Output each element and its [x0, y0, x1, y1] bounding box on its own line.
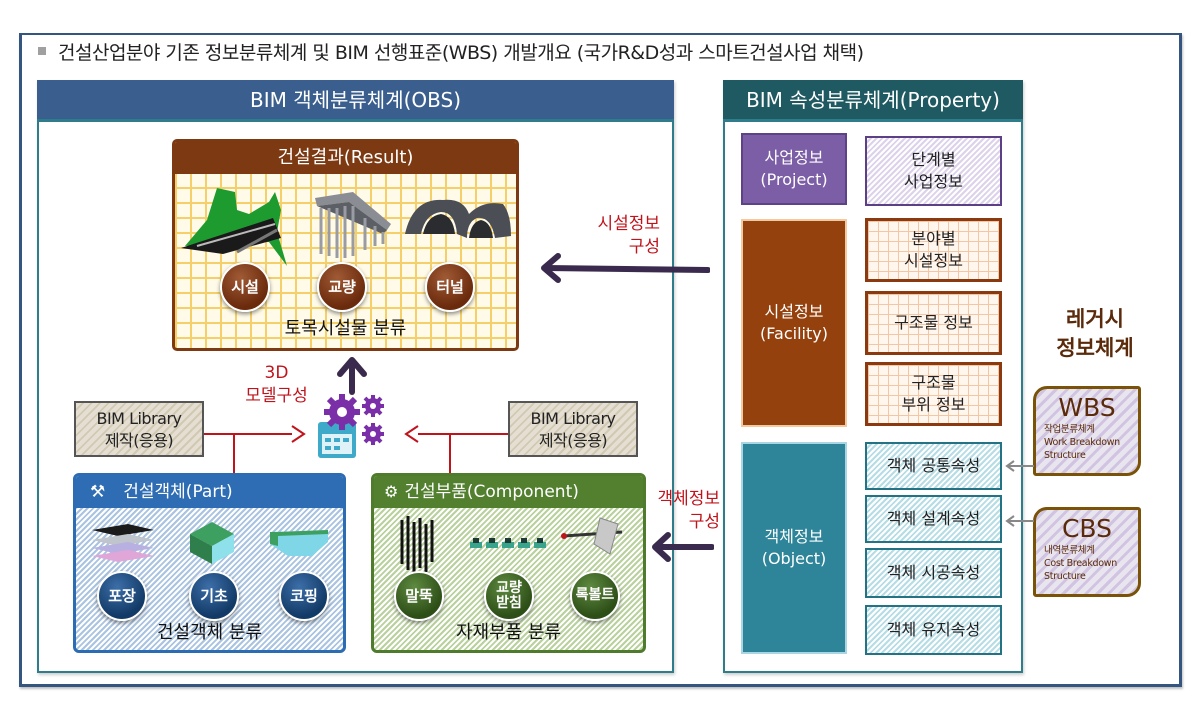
- pavement-layers-icon: [92, 524, 154, 562]
- legacy-title: 레거시 정보체계: [1030, 305, 1160, 363]
- connector-layer: [197, 357, 510, 474]
- part-item-coping: 코핑: [279, 571, 329, 621]
- tunnel-illustration-icon: [405, 199, 511, 238]
- component-item-bridge-bearing: 교량 받침: [484, 571, 534, 621]
- pile-icon: [400, 516, 434, 574]
- facility-info-line2: 구성: [628, 237, 660, 257]
- wbs-box: WBS 작업분류체계 Work Breakdown Structure: [1033, 386, 1141, 476]
- property-project: 사업정보 (Project): [741, 133, 847, 205]
- library-right-line2: 제작(응용): [538, 431, 608, 450]
- bim-library-right: BIM Library 제작(응용): [508, 401, 638, 457]
- cbs-code: CBS: [1061, 514, 1113, 543]
- component-item-rock-bolt: 록볼트: [570, 571, 620, 621]
- model-label: 3D 모델구성: [244, 362, 309, 408]
- gear-icon: ⚙: [384, 482, 399, 501]
- library-left-line2: 제작(응용): [104, 431, 174, 450]
- model-label-line1: 3D: [264, 363, 289, 383]
- coping-icon: [270, 530, 328, 556]
- part-item-pavement: 포장: [97, 571, 147, 621]
- property-header: BIM 속성분류체계(Property): [723, 80, 1023, 122]
- result-box: 건설결과(Result) 시설 교량 터널 토목시설물 분류: [172, 139, 519, 351]
- model-label-line2: 모델구성: [245, 386, 308, 406]
- property-sub-object-common: 객체 공통속성: [865, 442, 1002, 490]
- sub-line: 부위 정보: [901, 395, 966, 414]
- gears-icon: [324, 394, 384, 445]
- property-sub-object-design: 객체 설계속성: [865, 495, 1002, 543]
- up-arrow-icon: [337, 357, 367, 395]
- facility-info-line1: 시설정보: [597, 214, 660, 234]
- calendar-icon: [318, 422, 356, 458]
- tools-icon: ⚒: [90, 482, 106, 502]
- property-facility-line2: (Facility): [760, 324, 828, 343]
- cbs-box: CBS 내역분류체계 Cost Breakdown Structure: [1033, 507, 1141, 597]
- property-sub-field-facility: 분야별 시설정보: [865, 218, 1002, 282]
- library-right-line1: BIM Library: [530, 409, 616, 428]
- sub-line: 시설정보: [904, 251, 963, 270]
- object-arrow-icon: [652, 532, 714, 562]
- page-title: 건설산업분야 기존 정보분류체계 및 BIM 선행표준(WBS) 개발개요 (국…: [38, 38, 864, 65]
- property-project-line2: (Project): [760, 170, 828, 189]
- legacy-title-line1: 레거시: [1066, 307, 1124, 331]
- obs-header: BIM 객체분류체계(OBS): [37, 80, 674, 122]
- bullet-icon: [38, 46, 46, 55]
- rock-bolt-icon: [561, 517, 623, 555]
- component-item-pile: 말뚝: [394, 571, 444, 621]
- wbs-english-line2: Structure: [1044, 450, 1086, 461]
- part-footer: 건설객체 분류: [156, 622, 263, 643]
- part-item-foundation: 기초: [189, 571, 239, 621]
- component-box: ⚙ 건설부품(Component) 말뚝 교량 받침 록볼트 자재부품 분류: [371, 473, 646, 653]
- cbs-korean: 내역분류체계: [1044, 545, 1095, 556]
- property-sub-structure-part: 구조물 부위 정보: [865, 362, 1002, 426]
- property-sub-structure: 구조물 정보: [865, 291, 1002, 355]
- property-sub-object-construction: 객체 시공속성: [865, 548, 1002, 598]
- sub-line: 구조물: [911, 373, 956, 392]
- cbs-english-line1: Cost Breakdown: [1044, 558, 1117, 569]
- object-info-line2: 구성: [688, 512, 720, 532]
- sub-line: 분야별: [911, 229, 956, 248]
- bridge-illustration-icon: [315, 192, 391, 258]
- bim-library-left: BIM Library 제작(응용): [74, 401, 204, 457]
- foundation-block-icon: [190, 522, 234, 564]
- part-header: ⚒ 건설객체(Part): [76, 476, 343, 508]
- property-object-line2: (Object): [761, 549, 827, 568]
- property-project-line1: 사업정보: [764, 148, 824, 167]
- result-header: 건설결과(Result): [175, 142, 516, 174]
- sub-line: 단계별: [911, 150, 956, 169]
- component-header-text: 건설부품(Component): [404, 482, 579, 502]
- component-footer: 자재부품 분류: [455, 622, 562, 643]
- facility-info-label: 시설정보 구성: [570, 213, 660, 259]
- wbs-korean: 작업분류체계: [1044, 424, 1095, 435]
- property-sub-object-maintenance: 객체 유지속성: [865, 605, 1002, 655]
- page-title-text: 건설산업분야 기존 정보분류체계 및 BIM 선행표준(WBS) 개발개요 (국…: [58, 42, 864, 64]
- result-item-facility: 시설: [220, 262, 270, 312]
- object-info-line1: 객체정보: [657, 489, 720, 509]
- sub-line: 구조물 정보: [894, 313, 973, 332]
- part-box: ⚒ 건설객체(Part) 포장 기초 코핑 건설객체 분류: [73, 473, 346, 653]
- bearing-icon: [470, 538, 546, 548]
- cbs-english-line2: Structure: [1044, 571, 1086, 582]
- part-header-text: 건설객체(Part): [123, 482, 233, 502]
- legacy-arrows-icon: [1005, 460, 1034, 527]
- property-object-line1: 객체정보: [764, 527, 824, 546]
- property-object: 객체정보 (Object): [741, 442, 847, 654]
- wbs-code: WBS: [1058, 393, 1116, 422]
- property-facility-line1: 시설정보: [764, 302, 824, 321]
- component-header: ⚙ 건설부품(Component): [374, 476, 643, 508]
- property-facility: 시설정보 (Facility): [741, 219, 847, 427]
- legacy-title-line2: 정보체계: [1056, 336, 1134, 360]
- road-illustration-icon: [181, 188, 287, 266]
- wbs-english-line1: Work Breakdown: [1044, 437, 1120, 448]
- library-left-line1: BIM Library: [96, 409, 182, 428]
- object-info-label: 객체정보 구성: [638, 488, 720, 534]
- sub-line: 사업정보: [904, 172, 963, 191]
- result-footer: 토목시설물 분류: [284, 318, 407, 339]
- result-item-tunnel: 터널: [425, 262, 475, 312]
- property-sub-stage-project: 단계별 사업정보: [865, 136, 1002, 206]
- facility-arrow-icon: [541, 253, 710, 283]
- result-item-bridge: 교량: [317, 262, 367, 312]
